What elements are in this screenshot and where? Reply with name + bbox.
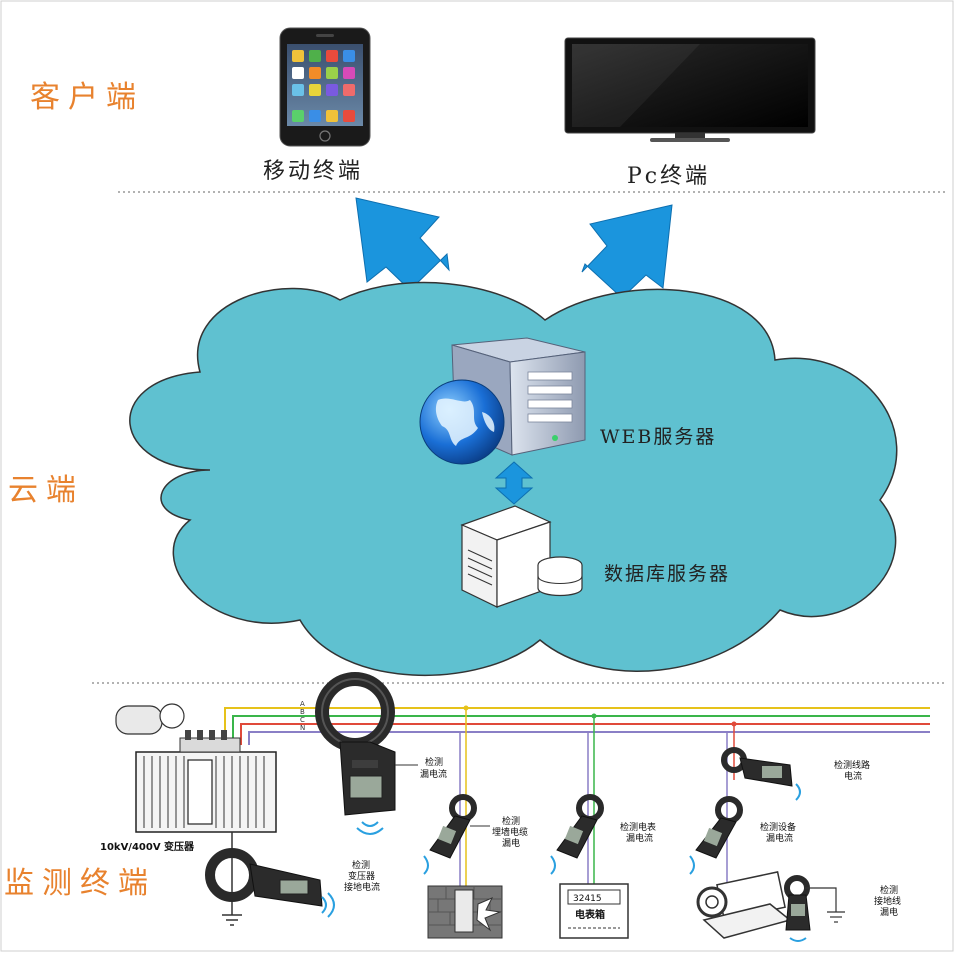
clamp-meter-ground-icon	[205, 848, 335, 918]
sensor-equipment-label-2: 漏电流	[766, 832, 793, 844]
sensor-ground-label-3: 接地电流	[344, 881, 380, 893]
sensor-meter-label-2: 漏电流	[626, 832, 653, 844]
sensor-equipment-label-1: 检测设备	[760, 821, 796, 833]
meter-display-value: 32415	[573, 894, 602, 904]
phase-line-b	[232, 715, 930, 745]
web-server-label: WEB服务器	[600, 426, 716, 448]
pc-monitor-icon	[564, 37, 816, 142]
clamp-meter-meter-icon	[550, 794, 604, 875]
clamp-meter-cable-icon	[423, 794, 477, 875]
pc-terminal-label: Pc终端	[627, 164, 710, 189]
sensor-earth-label-2: 接地线	[874, 895, 901, 907]
zone-label-client: 客户端	[30, 80, 144, 115]
database-server-icon	[460, 505, 583, 608]
ground-symbol-icon	[222, 914, 242, 926]
phase-label-a: A	[300, 700, 305, 708]
brick-wall-icon	[427, 885, 503, 939]
transformer-icon	[115, 703, 277, 833]
clamp-meter-equipment-icon	[689, 796, 743, 875]
sensor-leak-label-2: 漏电流	[420, 768, 447, 780]
meter-box-icon	[559, 883, 629, 939]
sensor-line-label-1: 检测线路	[834, 759, 870, 771]
phase-label-n: N	[300, 724, 305, 732]
phase-label-b: B	[300, 708, 305, 716]
sensor-ground-label-1: 检测	[352, 859, 370, 871]
phase-label-c: C	[300, 716, 305, 724]
sensor-earth-label-1: 检测	[880, 884, 898, 896]
arrow-to-mobile-icon	[355, 197, 450, 291]
transformer-label: 10kV/400V 变压器	[100, 840, 195, 853]
sensor-meter-label-1: 检测电表	[620, 821, 656, 833]
database-server-label: 数据库服务器	[604, 563, 730, 585]
globe-icon	[419, 379, 505, 465]
zone-label-monitor: 监测终端	[4, 866, 156, 901]
mobile-terminal-label: 移动终端	[263, 159, 363, 184]
meter-box-label: 电表箱	[575, 908, 605, 921]
mobile-phone-icon	[279, 27, 371, 147]
clamp-meter-leak-icon	[315, 672, 396, 835]
sensor-cable-label-2: 埋墙电缆	[492, 826, 528, 838]
arrow-to-pc-icon	[581, 204, 673, 299]
clamp-meter-line-icon	[721, 747, 801, 801]
sensor-line-label-2: 电流	[844, 770, 862, 782]
sensor-ground-label-2: 变压器	[348, 870, 375, 882]
sensor-cable-label-3: 漏电	[502, 837, 520, 849]
sensor-leak-label-1: 检测	[425, 756, 443, 768]
phase-lines	[224, 707, 930, 745]
phase-line-n	[248, 731, 930, 745]
sensor-cable-label-1: 检测	[502, 815, 520, 827]
zone-label-cloud: 云端	[8, 473, 84, 508]
equipment-icon	[696, 871, 792, 939]
bidirectional-arrow-icon	[494, 461, 534, 505]
sensor-earth-label-3: 漏电	[880, 906, 898, 918]
phase-line-c	[240, 723, 930, 745]
